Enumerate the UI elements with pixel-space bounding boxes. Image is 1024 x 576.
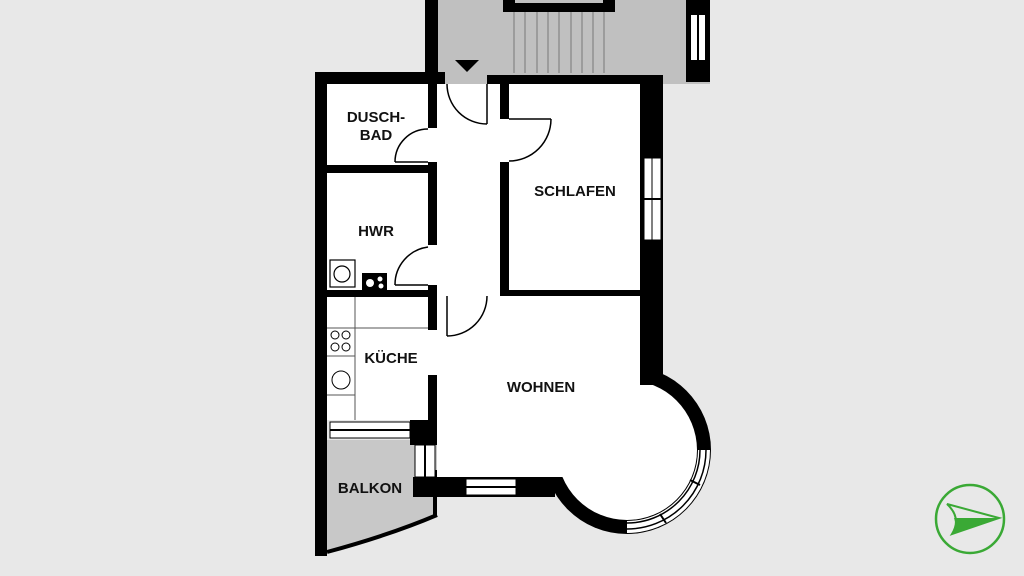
room-label-kueche: KÜCHE (364, 350, 417, 367)
room-label-duschbad: DUSCH- (347, 109, 405, 126)
room-label-schlafen: SCHLAFEN (534, 183, 616, 200)
room-label-hwr: HWR (358, 223, 394, 240)
sink-icon (331, 370, 351, 390)
cooktop-icon (330, 330, 351, 352)
room-label-balkon: BALKON (338, 480, 402, 497)
stairwell (425, 0, 710, 84)
kitchen-counter (327, 297, 428, 420)
entrance-marker-icon (455, 60, 479, 72)
bay-window (626, 449, 710, 533)
stove-icon (362, 273, 387, 290)
doors (394, 83, 552, 337)
room-label-wohnen: WOHNEN (507, 379, 575, 396)
room-label-duschbad-2: BAD (360, 127, 393, 144)
windows (329, 157, 662, 496)
logo-arrow-icon (934, 483, 1006, 555)
washing-machine-icon (329, 259, 356, 288)
